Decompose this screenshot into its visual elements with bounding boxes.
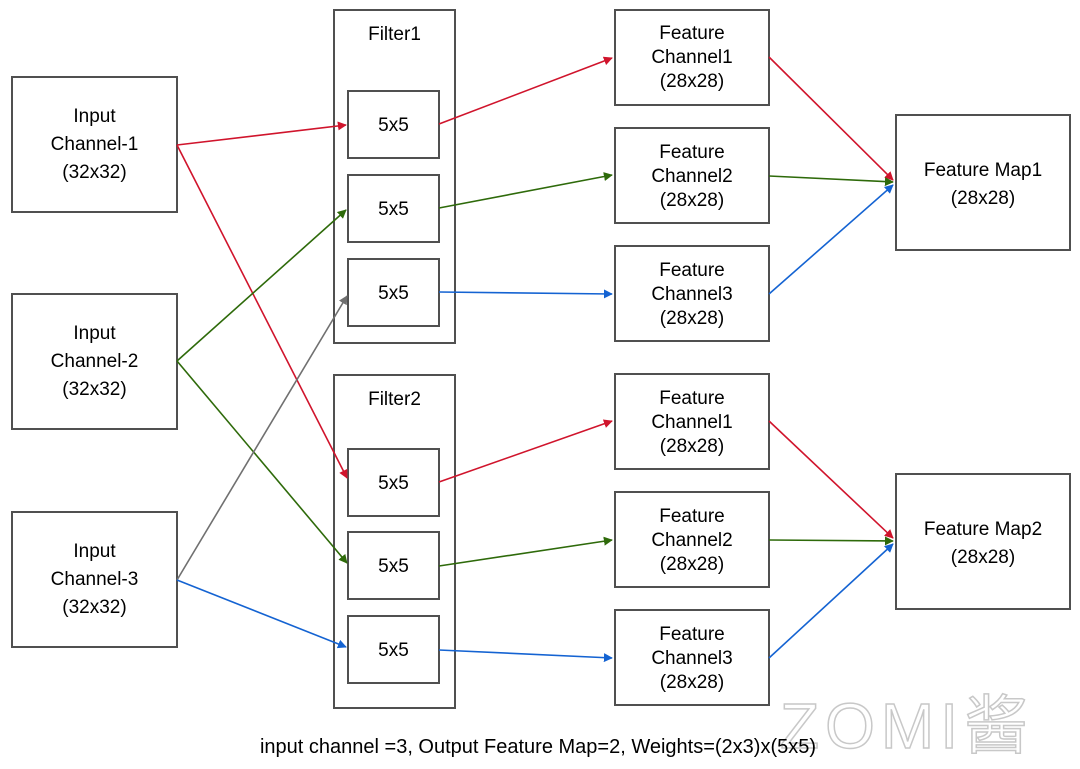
- feature-channel-1-2: Feature Channel2 (28x28): [614, 127, 770, 224]
- arrow-fc12-map1: [768, 175, 894, 187]
- feature-channel-1-1-line1: Feature: [659, 23, 724, 44]
- input-channel-3: Input Channel-3 (32x32): [11, 511, 178, 648]
- feature-channel-2-2: Feature Channel2 (28x28): [614, 491, 770, 588]
- feature-map-2-line1: Feature Map2: [924, 519, 1042, 540]
- arrow-fc11-map1: [768, 56, 894, 181]
- feature-to-map-arrows: [768, 56, 894, 659]
- input-channel-2-line2: Channel-2: [51, 351, 139, 372]
- arrow-in3-f2k3: [176, 579, 347, 649]
- arrow-f1k3-fc13: [438, 289, 613, 299]
- input-to-kernel-arrows: [176, 121, 348, 649]
- feature-channel-2-1-line2: Channel1: [651, 412, 732, 433]
- feature-channel-1-2-line1: Feature: [659, 142, 724, 163]
- feature-map-2-line2: (28x28): [951, 547, 1015, 568]
- feature-channel-2-1: Feature Channel1 (28x28): [614, 373, 770, 470]
- arrow-fc23-map2: [768, 543, 894, 659]
- filter-1-kernel-1: 5x5: [378, 115, 409, 136]
- filter-2: Filter2 5x5 5x5 5x5: [333, 374, 456, 709]
- arrow-f2k2-fc22: [438, 536, 613, 567]
- arrow-f2k1-fc21: [438, 419, 613, 483]
- feature-channel-2-3-line1: Feature: [659, 624, 724, 645]
- filter-1-title: Filter1: [368, 24, 421, 45]
- input-channel-1-line1: Input: [73, 106, 116, 127]
- input-channel-1-line3: (32x32): [62, 162, 126, 183]
- filter-1: Filter1 5x5 5x5 5x5: [333, 9, 456, 344]
- arrow-in2-f1k2: [176, 209, 347, 362]
- feature-channel-2-2-line2: Channel2: [651, 530, 732, 551]
- feature-channel-2-3-line2: Channel3: [651, 648, 732, 669]
- feature-channel-1-1-line3: (28x28): [660, 71, 724, 92]
- feature-channel-2-1-line3: (28x28): [660, 436, 724, 457]
- feature-channel-1-3: Feature Channel3 (28x28): [614, 245, 770, 342]
- feature-channel-2-3-line3: (28x28): [660, 672, 724, 693]
- feature-map-2: Feature Map2 (28x28): [895, 473, 1071, 610]
- arrow-in1-f2k1: [176, 144, 348, 479]
- kernel-to-feature-arrows: [438, 56, 613, 663]
- input-channel-2-line3: (32x32): [62, 379, 126, 400]
- input-channel-3-line1: Input: [73, 541, 116, 562]
- feature-map-1-line1: Feature Map1: [924, 160, 1042, 181]
- arrow-fc22-map2: [768, 536, 894, 546]
- arrow-in3-f1k3: [176, 295, 348, 581]
- feature-channel-2-2-line3: (28x28): [660, 554, 724, 575]
- input-channel-2-line1: Input: [73, 323, 116, 344]
- filter-2-title: Filter2: [368, 389, 421, 410]
- watermark-text: ZOMI酱: [780, 690, 1034, 762]
- input-channel-3-line2: Channel-3: [51, 569, 139, 590]
- arrow-f1k1-fc11: [438, 56, 613, 125]
- feature-channel-2-3: Feature Channel3 (28x28): [614, 609, 770, 706]
- filter-1-kernel-2: 5x5: [378, 199, 409, 220]
- arrow-f1k2-fc12: [438, 172, 613, 209]
- feature-channel-1-3-line3: (28x28): [660, 308, 724, 329]
- feature-channel-1-1-line2: Channel1: [651, 47, 732, 68]
- filter-1-kernel-3: 5x5: [378, 283, 409, 304]
- feature-channel-1-2-line2: Channel2: [651, 166, 732, 187]
- input-channel-1-line2: Channel-1: [51, 134, 139, 155]
- feature-channel-1-1: Feature Channel1 (28x28): [614, 9, 770, 106]
- arrow-f2k3-fc23: [438, 649, 613, 663]
- feature-channel-1-3-line2: Channel3: [651, 284, 732, 305]
- arrow-in2-f2k2: [176, 360, 348, 564]
- diagram-caption: input channel =3, Output Feature Map=2, …: [260, 736, 816, 758]
- arrow-fc13-map1: [768, 184, 894, 295]
- input-channel-3-line3: (32x32): [62, 597, 126, 618]
- filter-2-kernel-1: 5x5: [378, 473, 409, 494]
- feature-map-1: Feature Map1 (28x28): [895, 114, 1071, 251]
- input-channel-1: Input Channel-1 (32x32): [11, 76, 178, 213]
- arrow-in1-f1k1: [176, 121, 347, 146]
- filter-2-kernel-2: 5x5: [378, 556, 409, 577]
- filter-2-kernel-3: 5x5: [378, 640, 409, 661]
- feature-channel-1-2-line3: (28x28): [660, 190, 724, 211]
- arrow-fc21-map2: [768, 420, 894, 539]
- feature-map-1-line2: (28x28): [951, 188, 1015, 209]
- feature-channel-2-1-line1: Feature: [659, 388, 724, 409]
- input-channel-2: Input Channel-2 (32x32): [11, 293, 178, 430]
- feature-channel-1-3-line1: Feature: [659, 260, 724, 281]
- feature-channel-2-2-line1: Feature: [659, 506, 724, 527]
